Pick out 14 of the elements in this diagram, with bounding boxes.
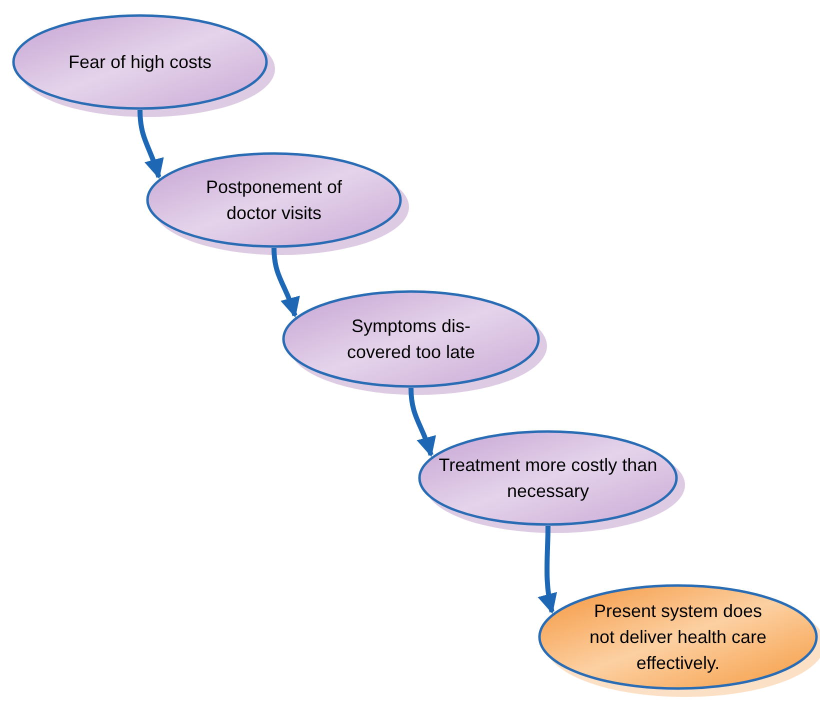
process-ellipse bbox=[418, 430, 678, 526]
curved-arrow bbox=[138, 110, 164, 179]
node-label: Symptoms dis- covered too late bbox=[346, 315, 476, 364]
node-label: Postponement of doctor visits bbox=[204, 176, 344, 225]
curved-arrow bbox=[408, 388, 436, 457]
process-ellipse bbox=[282, 290, 540, 388]
outcome-ellipse bbox=[538, 584, 818, 690]
node-label: Treatment more costly than necessary bbox=[438, 454, 658, 503]
node-label: Fear of high costs bbox=[67, 51, 213, 74]
curved-arrow bbox=[272, 248, 300, 318]
curved-arrow bbox=[538, 526, 558, 614]
node-label: Present system does not deliver health care effectively. bbox=[588, 600, 768, 675]
process-ellipse bbox=[12, 14, 268, 110]
process-ellipse bbox=[146, 152, 402, 248]
